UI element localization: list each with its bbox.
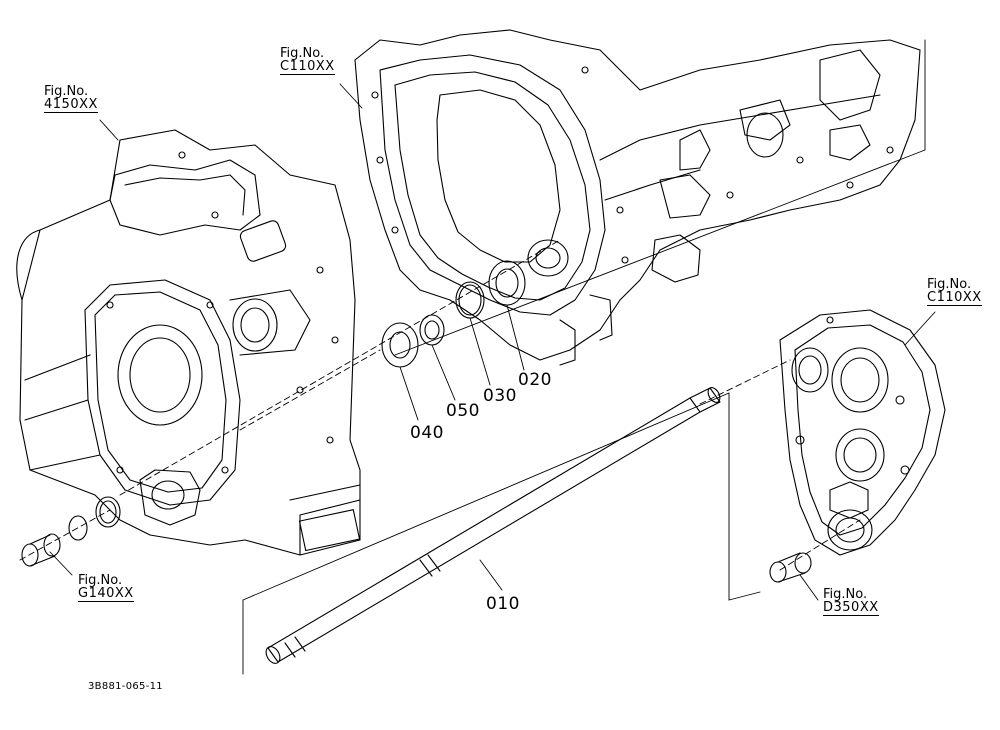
oil-seal-040 bbox=[382, 323, 418, 367]
bearing-020 bbox=[489, 261, 525, 305]
needle-bearing-left bbox=[22, 534, 60, 566]
bushing-right bbox=[770, 553, 811, 582]
fig-ref-c110-right-line1: Fig.No. bbox=[927, 277, 972, 292]
part-label-040[interactable]: 040 bbox=[410, 423, 444, 443]
main-gear-case-housing bbox=[355, 30, 920, 365]
fig-ref-c110-top-line1: Fig.No. bbox=[280, 46, 325, 61]
fig-ref-g140-line1: Fig.No. bbox=[78, 573, 123, 588]
snap-ring-030 bbox=[456, 282, 484, 318]
fig-ref-4150-line1: Fig.No. bbox=[44, 84, 89, 99]
fig-ref-c110-top-code: C110XX bbox=[280, 59, 335, 75]
side-cover bbox=[780, 310, 945, 555]
fig-ref-d350[interactable]: Fig.No. D350XX bbox=[823, 588, 879, 616]
fig-ref-g140[interactable]: Fig.No. G140XX bbox=[78, 574, 134, 602]
drawing-code: 3B881-065-11 bbox=[88, 681, 163, 692]
fig-ref-g140-code: G140XX bbox=[78, 586, 134, 602]
fig-ref-c110-right-code: C110XX bbox=[927, 290, 982, 306]
assembly-lines bbox=[20, 240, 860, 570]
fig-ref-4150[interactable]: Fig.No. 4150XX bbox=[44, 85, 98, 113]
fig-ref-c110-top[interactable]: Fig.No. C110XX bbox=[280, 47, 335, 75]
fig-ref-d350-line1: Fig.No. bbox=[823, 587, 868, 602]
part-label-050[interactable]: 050 bbox=[446, 401, 480, 421]
shaft-010 bbox=[263, 386, 722, 666]
rings-left bbox=[69, 497, 120, 540]
fig-ref-4150-code: 4150XX bbox=[44, 97, 98, 113]
part-label-020[interactable]: 020 bbox=[518, 370, 552, 390]
fig-ref-d350-code: D350XX bbox=[823, 600, 879, 616]
bracket-lines bbox=[243, 40, 925, 674]
part-label-030[interactable]: 030 bbox=[483, 386, 517, 406]
part-label-010[interactable]: 010 bbox=[486, 594, 520, 614]
leader-lines bbox=[50, 84, 935, 600]
fig-ref-c110-right[interactable]: Fig.No. C110XX bbox=[927, 278, 982, 306]
left-transmission-housing bbox=[17, 130, 360, 555]
